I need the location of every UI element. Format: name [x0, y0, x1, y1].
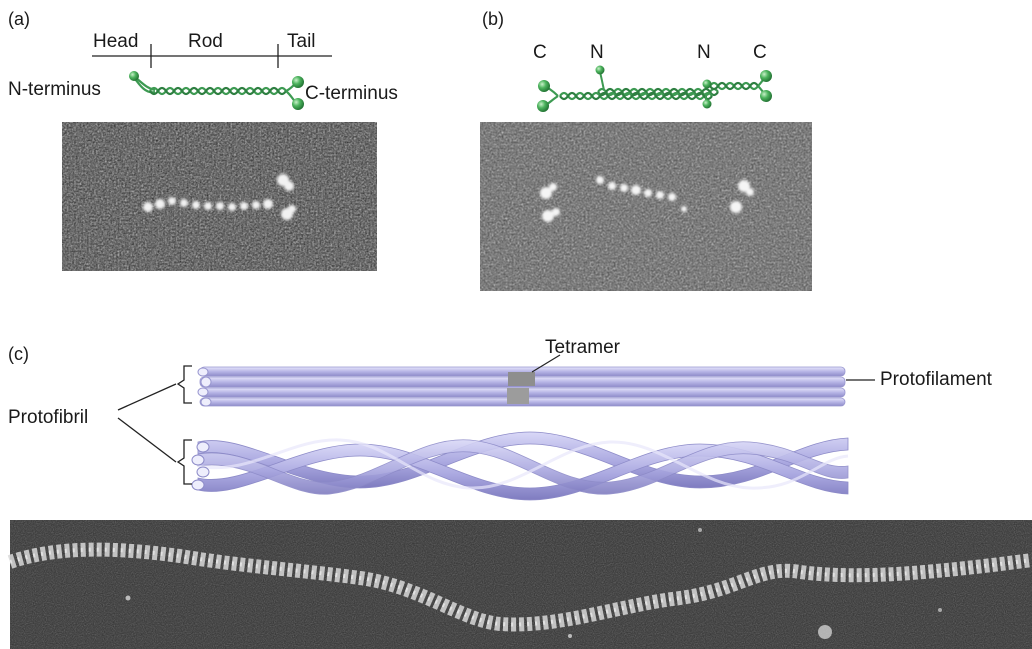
b-c-right-label: C: [753, 42, 767, 63]
em-image-a: [62, 122, 377, 271]
b-c-left-label: C: [533, 42, 547, 63]
protofilament-straight: [197, 354, 875, 407]
head-label: Head: [93, 31, 139, 52]
brackets: [117, 365, 192, 485]
panel-a-schematic: [92, 44, 332, 110]
tetramer-block: [508, 372, 535, 386]
tail-label: Tail: [287, 31, 316, 52]
panel-c-label: (c): [8, 344, 29, 364]
protofibril-twisted: [191, 431, 849, 501]
em-image-b: [480, 122, 812, 291]
tetramer-label: Tetramer: [545, 337, 620, 358]
panel-b-schematic: [537, 65, 772, 112]
protofibril-label: Protofibril: [8, 407, 89, 428]
protofilament-label: Protofilament: [880, 369, 992, 390]
b-n-right-label: N: [697, 42, 711, 63]
n-terminus-label: N-terminus: [8, 79, 101, 100]
panel-b-label: (b): [482, 9, 504, 29]
b-n-left-label: N: [590, 42, 604, 63]
n-terminus-ball: [129, 71, 139, 81]
c-terminus-label: C-terminus: [305, 83, 398, 104]
em-image-c: [7, 520, 1032, 649]
rod-label: Rod: [188, 31, 223, 52]
panel-a-label: (a): [8, 9, 30, 29]
